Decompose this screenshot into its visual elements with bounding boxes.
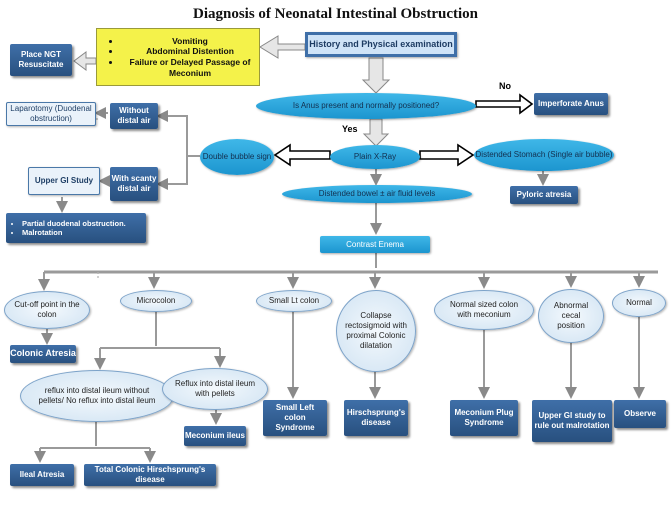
total-hirschsprung-node: Total Colonic Hirschsprung's disease bbox=[84, 464, 216, 486]
symptoms-list: Vomiting Abdominal Distention Failure or… bbox=[97, 36, 259, 79]
laparotomy-node: Laparotomy (Duodenal obstruction) bbox=[6, 102, 96, 126]
air-fluid-node: Distended bowel ± air fluid levels bbox=[282, 185, 472, 203]
arrow-anus-to-xray bbox=[362, 118, 390, 147]
edge-label-yes: Yes bbox=[342, 124, 358, 134]
arrow-history-to-yellow bbox=[259, 35, 306, 59]
reflux-pellets-node: Reflux into distal ileum with pellets bbox=[162, 368, 268, 410]
partial-obstruction-node: Partial duodenal obstruction. Malrotatio… bbox=[6, 213, 146, 243]
abnormal-cecal-node: Abnormal cecal position bbox=[538, 289, 604, 343]
normal-node: Normal bbox=[612, 289, 666, 317]
arrow-anus-to-imperforate bbox=[475, 93, 534, 115]
arrow-history-to-anus bbox=[361, 57, 391, 94]
without-distal-air-node: Without distal air bbox=[110, 103, 158, 129]
arrow-yellow-to-ngt bbox=[73, 51, 97, 71]
place-ngt-node: Place NGT Resuscitate bbox=[10, 44, 72, 76]
small-left-colon-syndrome-node: Small Left colon Syndrome bbox=[263, 400, 327, 436]
edge-label-no: No bbox=[499, 81, 511, 91]
plain-xray-node: Plain X-Ray bbox=[330, 145, 420, 169]
connector bbox=[156, 110, 200, 157]
arrow-xray-to-double-bubble bbox=[273, 143, 331, 167]
symptom-item: Failure or Delayed Passage of Meconium bbox=[121, 57, 259, 78]
microcolon-node: Microcolon bbox=[120, 290, 192, 312]
upper-gi-node: Upper GI Study bbox=[28, 167, 100, 195]
scanty-distal-air-node: With scanty distal air bbox=[110, 167, 158, 201]
history-exam-node: History and Physical examination bbox=[305, 32, 457, 57]
partial-item: Malrotation bbox=[22, 228, 126, 237]
ileal-atresia-node: Ileal Atresia bbox=[10, 464, 74, 486]
page-title: Diagnosis of Neonatal Intestinal Obstruc… bbox=[192, 6, 479, 22]
contrast-enema-node: Contrast Enema bbox=[320, 236, 430, 253]
arrow-xray-to-distended-stomach bbox=[419, 143, 475, 167]
partial-item: Partial duodenal obstruction. bbox=[22, 219, 126, 228]
reflux-no-pellets-node: reflux into distal ileum without pellets… bbox=[20, 370, 174, 422]
symptom-item: Vomiting bbox=[121, 36, 259, 47]
meconium-ileus-node: Meconium ileus bbox=[184, 426, 246, 446]
colonic-atresia-node: Colonic Atresia bbox=[10, 345, 76, 363]
pyloric-atresia-node: Pyloric atresia bbox=[510, 186, 578, 204]
collapse-rectosigmoid-node: Collapse rectosigmoid with proximal Colo… bbox=[336, 290, 416, 372]
distended-stomach-node: Distended Stomach (Single air bubble) bbox=[474, 139, 614, 171]
hirschsprung-node: Hirschsprung's disease bbox=[344, 400, 408, 436]
partial-obstruction-list: Partial duodenal obstruction. Malrotatio… bbox=[6, 219, 126, 238]
small-lt-colon-node: Small Lt colon bbox=[256, 290, 332, 312]
symptom-item: Abdominal Distention bbox=[121, 46, 259, 57]
anus-question-node: Is Anus present and normally positioned? bbox=[256, 93, 476, 119]
upper-gi-rule-out-node: Upper GI study to rule out malrotation bbox=[532, 400, 612, 442]
double-bubble-node: Double bubble sign bbox=[200, 139, 274, 175]
observe-node: Observe bbox=[614, 400, 666, 428]
imperforate-anus-node: Imperforate Anus bbox=[534, 93, 608, 115]
normal-sized-colon-node: Normal sized colon with meconium bbox=[434, 290, 534, 330]
connector bbox=[156, 156, 188, 190]
cutoff-node: Cut-off point in the colon bbox=[4, 291, 90, 329]
symptoms-node: Vomiting Abdominal Distention Failure or… bbox=[96, 28, 260, 86]
meconium-plug-node: Meconium Plug Syndrome bbox=[450, 400, 518, 436]
